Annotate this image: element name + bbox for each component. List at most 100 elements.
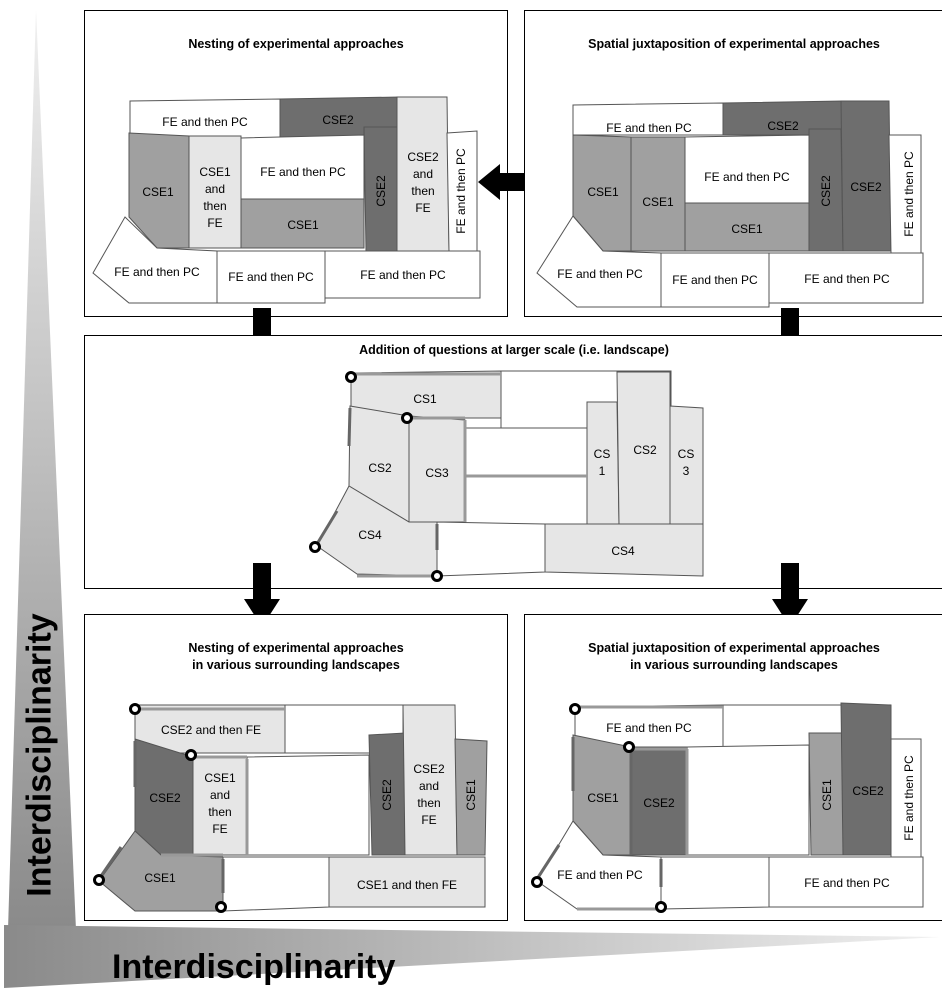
label-cse2: CSE2: [819, 175, 833, 207]
panel-juxtaposition-landscapes: Spatial juxtaposition of experimental ap…: [524, 614, 942, 921]
plot-fe-pc-mid: [684, 134, 810, 204]
label-cse2: CSE2: [322, 113, 354, 127]
label-fe-pc: FE and then PC: [557, 868, 643, 882]
panel-title: Addition of questions at larger scale (i…: [359, 343, 669, 357]
plot-cse2-b: [840, 100, 892, 252]
label-fe-pc: FE and then PC: [114, 265, 200, 279]
label-cse1-fe: FE: [212, 822, 227, 836]
label-fe-pc: FE and then PC: [804, 876, 890, 890]
sampling-point-markers: [309, 371, 443, 582]
label-cse2-fe: then: [417, 796, 440, 810]
juxtaposition-field-map: FE and then PC CSE2 CSE1 CSE1 FE and the…: [536, 100, 924, 308]
plot-cse1-left: [128, 132, 190, 249]
panel-title: Spatial juxtaposition of experimental ap…: [588, 37, 880, 51]
label-cse1: CSE1: [820, 779, 834, 811]
plot-fe-pc-br: [768, 252, 924, 304]
plot-cse1-b: [630, 136, 686, 252]
nesting-field-map: FE and then PC CSE2 CSE1 CSE1 and then F…: [92, 96, 481, 304]
label-fe-pc: FE and then PC: [360, 268, 446, 282]
arrow-down-icon: [772, 563, 808, 627]
sampling-point-markers: [531, 703, 667, 913]
label-cse2-fe: and: [419, 779, 439, 793]
label-cse1-fe: CSE1: [199, 165, 231, 179]
label-cs: 1: [599, 464, 606, 478]
label-cse2-fe: CSE2: [407, 150, 439, 164]
label-cse1-fe: then: [208, 805, 231, 819]
label-cse1-fe: CSE1: [204, 771, 236, 785]
panel-nesting-landscapes: Nesting of experimental approaches in va…: [84, 614, 508, 921]
label-cse1: CSE1: [142, 185, 174, 199]
label-cs: 3: [683, 464, 690, 478]
label-cse2: CSE2: [380, 779, 394, 811]
plot-white-mid: [246, 754, 370, 856]
label-cse2: CSE2: [643, 796, 675, 810]
label-cse2-fe: then: [411, 184, 434, 198]
label-fe-pc: FE and then PC: [454, 148, 468, 234]
label-cse2: CSE2: [852, 784, 884, 798]
label-cs4: CS4: [611, 544, 635, 558]
panel-juxtaposition: Spatial juxtaposition of experimental ap…: [524, 10, 942, 317]
horizontal-gradient-triangle: [4, 925, 940, 988]
plot-cse1-mid: [240, 198, 365, 249]
label-cs2: CS2: [633, 443, 657, 457]
label-fe-pc: FE and then PC: [557, 267, 643, 281]
label-cse2-fe: CSE2: [413, 762, 445, 776]
panel-title: Nesting of experimental approaches: [188, 37, 404, 51]
label-cse1-fe: and: [205, 182, 225, 196]
nesting-landscape-field-map: CSE2 and then FE CSE2 CSE1 and then FE C…: [93, 703, 488, 913]
label-cse2-then-fe: CSE2 and then FE: [161, 723, 261, 737]
plot-fe-pc-bm: [660, 252, 770, 308]
label-fe-pc: FE and then PC: [902, 755, 916, 841]
plot-white-bottom: [436, 521, 546, 577]
plot-fe-pc-br: [324, 250, 481, 299]
label-cse1: CSE1: [642, 195, 674, 209]
label-cse1: CSE1: [587, 791, 619, 805]
label-cs: CS: [678, 447, 695, 461]
label-fe-pc: FE and then PC: [606, 121, 692, 135]
label-cse2: CSE2: [767, 119, 799, 133]
label-cse1: CSE1: [287, 218, 319, 232]
label-cse2: CSE2: [850, 180, 882, 194]
landscape-field-map: CS1 CS2 CS3 CS 1 CS2 CS 3 CS4 CS4: [309, 370, 704, 582]
vertical-gradient-triangle: [8, 10, 76, 930]
label-fe-pc: FE and then PC: [162, 115, 248, 129]
label-cs2: CS2: [368, 461, 392, 475]
label-cse1-fe: FE: [207, 216, 222, 230]
label-fe-pc: FE and then PC: [606, 721, 692, 735]
label-cse1: CSE1: [731, 222, 763, 236]
arrow-down-icon: [244, 563, 280, 627]
label-fe-pc: FE and then PC: [260, 165, 346, 179]
label-cse2: CSE2: [149, 791, 181, 805]
plot-fe-pc-br: [768, 856, 924, 908]
label-fe-pc: FE and then PC: [672, 273, 758, 287]
label-cse1: CSE1: [587, 185, 619, 199]
label-cse2-fe: FE: [415, 201, 430, 215]
label-cse1-fe: then: [203, 199, 226, 213]
label-cse1-then-fe: CSE1 and then FE: [357, 878, 457, 892]
plot-fe-pc-bm: [216, 250, 326, 304]
vertical-axis-label: Interdisciplinarity: [20, 613, 59, 897]
plot-cse1-fe-bottom: [328, 856, 486, 908]
label-fe-pc: FE and then PC: [704, 170, 790, 184]
label-cse2-fe: and: [413, 167, 433, 181]
label-fe-pc: FE and then PC: [804, 272, 890, 286]
panel-nesting: Nesting of experimental approaches FE an…: [84, 10, 508, 317]
label-cse1: CSE1: [144, 871, 176, 885]
plot-white-bottom: [222, 856, 330, 912]
horizontal-axis-label: Interdisciplinarity: [112, 948, 396, 986]
panel-title: Nesting of experimental approaches in va…: [188, 641, 404, 672]
panel-landscape-scale: Addition of questions at larger scale (i…: [84, 335, 942, 589]
sampling-point-markers: [93, 703, 227, 913]
label-fe-pc: FE and then PC: [902, 151, 916, 237]
juxtaposition-landscape-field-map: FE and then PC CSE1 CSE2 CSE1 CSE2 FE an…: [531, 702, 924, 913]
label-cs3: CS3: [425, 466, 449, 480]
label-cse2: CSE2: [374, 175, 388, 207]
label-cs1: CS1: [413, 392, 437, 406]
plot-cs4-right: [544, 523, 704, 577]
label-cse1-fe: and: [210, 788, 230, 802]
label-cse1: CSE1: [464, 779, 478, 811]
plot-white-mid: [686, 744, 810, 856]
label-fe-pc: FE and then PC: [228, 270, 314, 284]
plot-white-bottom: [660, 856, 770, 910]
panel-title: Spatial juxtaposition of experimental ap…: [588, 641, 880, 672]
